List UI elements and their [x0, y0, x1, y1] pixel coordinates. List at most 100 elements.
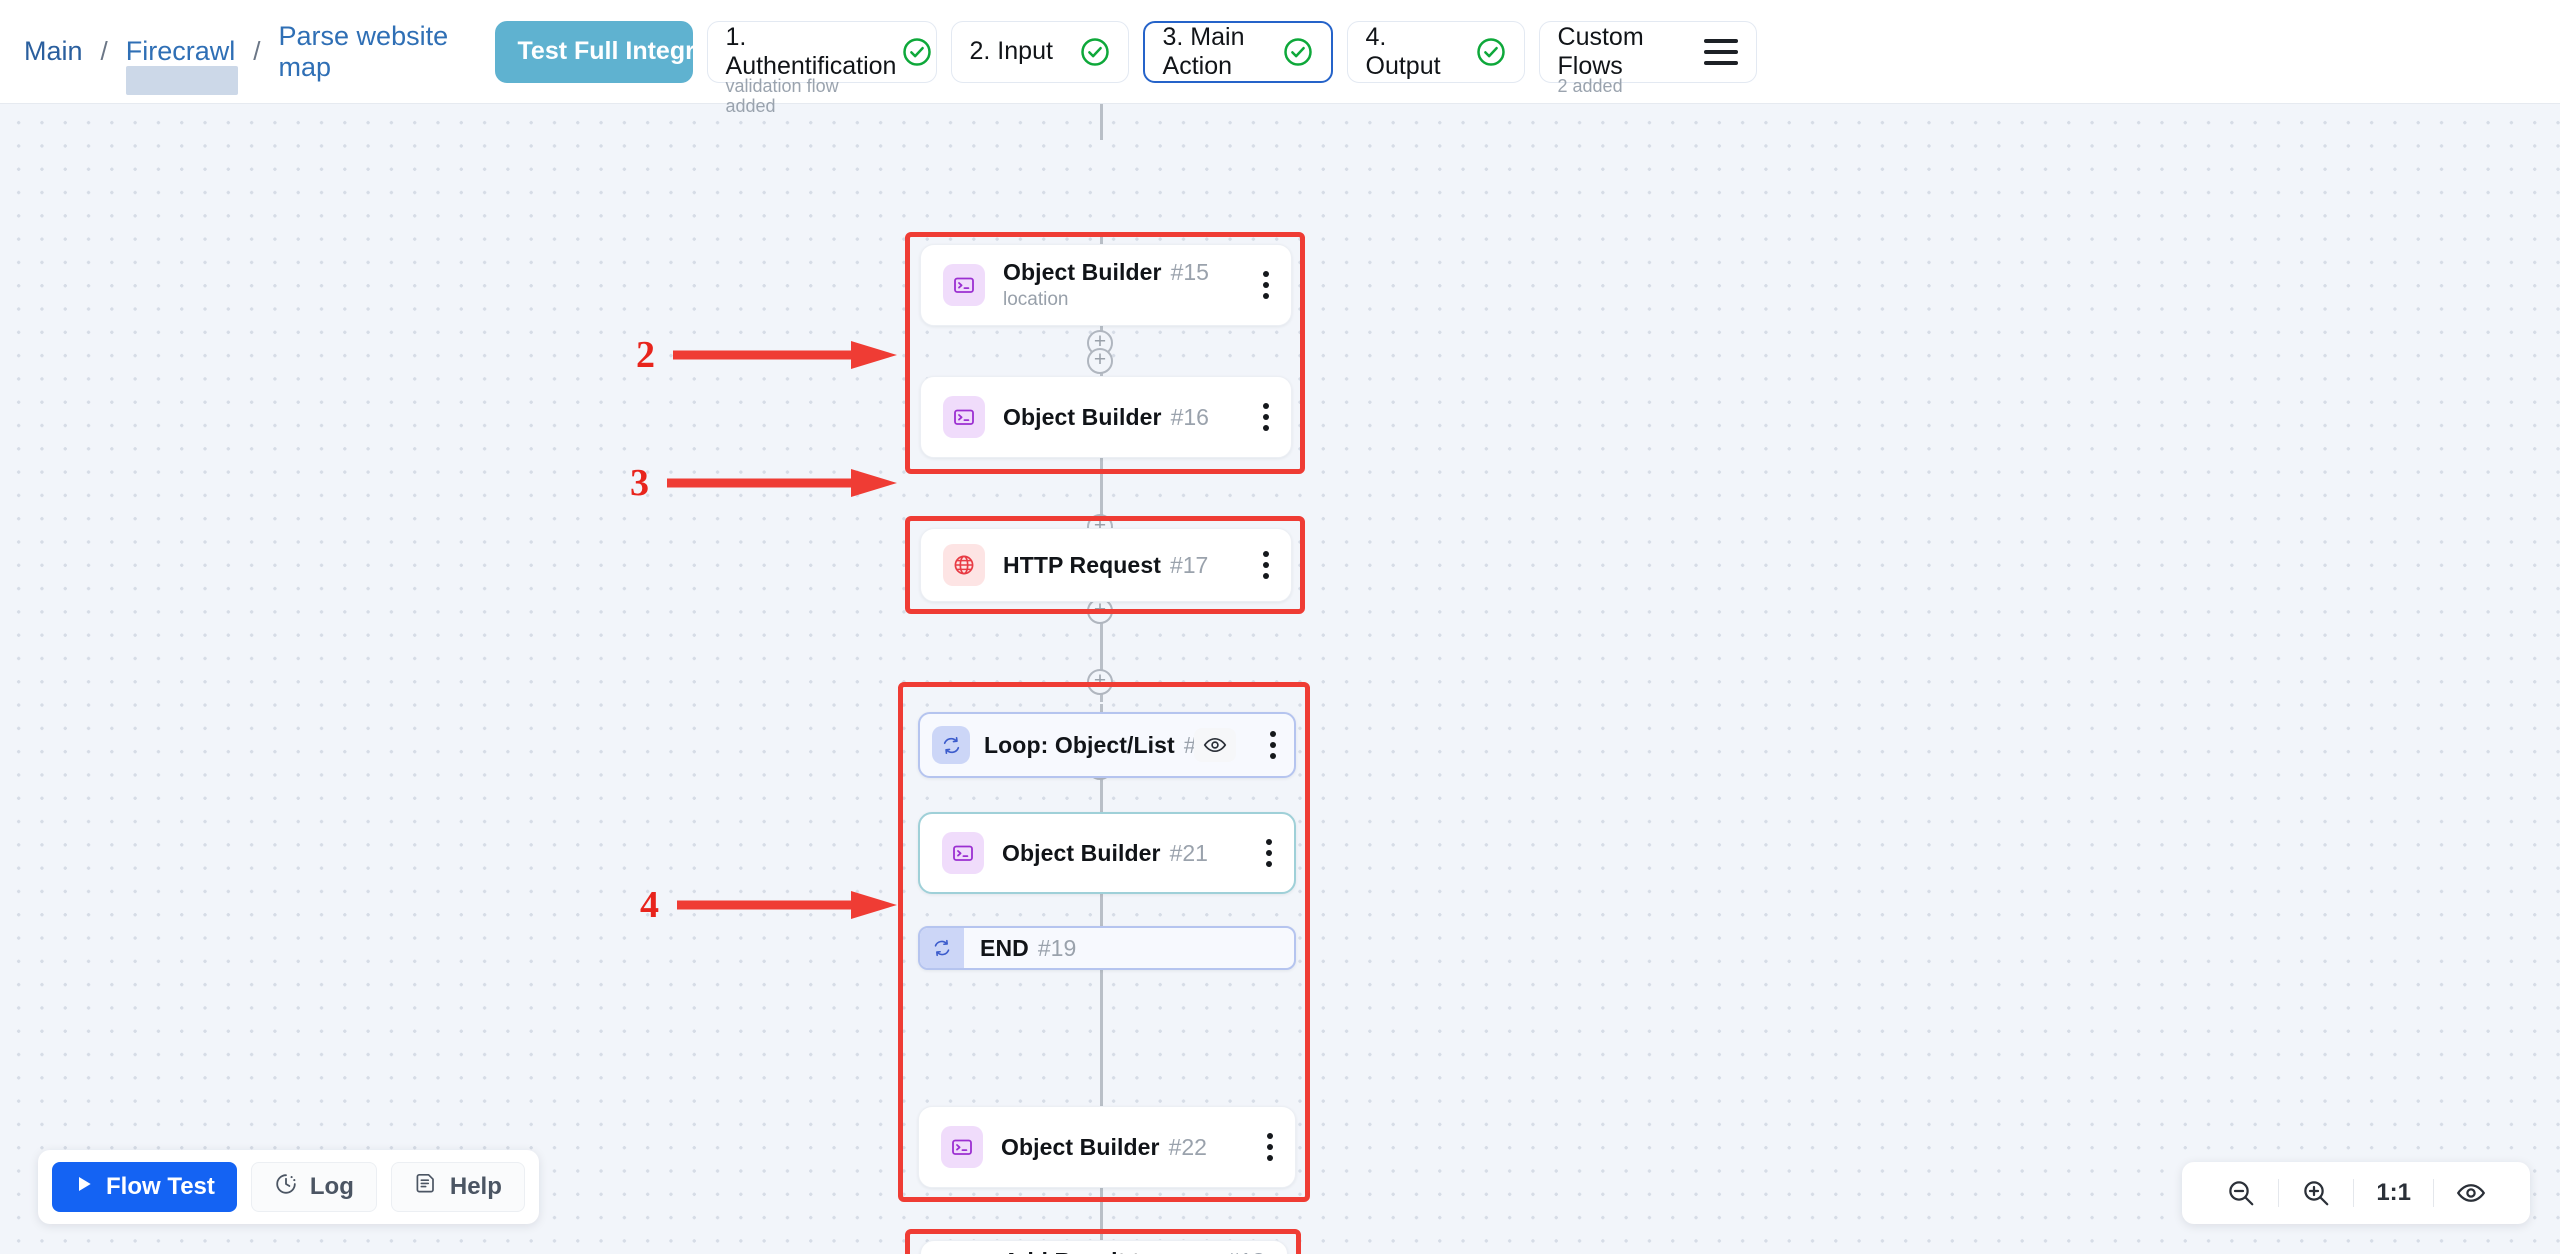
tab-input[interactable]: 2. Input — [950, 20, 1129, 83]
node-text: Add Result to Output #18 — [1003, 1248, 1265, 1254]
log-button[interactable]: Log — [250, 1162, 377, 1212]
tab-custom-flows[interactable]: Custom Flows 2 added — [1538, 20, 1757, 96]
node-menu-icon[interactable] — [1270, 731, 1276, 759]
preview-eye-icon[interactable] — [1194, 728, 1236, 762]
node-text: HTTP Request #17 — [1003, 552, 1208, 579]
node-end-19[interactable]: END #19 — [918, 926, 1296, 970]
annotation-marker-3: 3 — [630, 464, 901, 502]
node-menu-icon[interactable] — [1267, 1133, 1273, 1161]
node-menu-icon[interactable] — [1266, 839, 1272, 867]
node-label: Object Builder — [1002, 839, 1161, 866]
flow-test-label: Flow Test — [106, 1173, 215, 1200]
redacted-block — [125, 66, 238, 96]
node-object-builder-15[interactable]: Object Builder #15 location — [920, 244, 1292, 326]
divider — [2353, 1179, 2355, 1207]
help-label: Help — [449, 1173, 502, 1200]
tab-main-action-label: 3. Main Action — [1162, 23, 1245, 80]
breadcrumb-separator: / — [100, 36, 108, 66]
fit-view-button[interactable] — [2434, 1178, 2508, 1208]
loop-icon — [932, 726, 970, 764]
document-icon — [414, 1172, 438, 1203]
loop-icon — [920, 928, 964, 968]
divider — [2278, 1179, 2280, 1207]
connector-line — [1100, 592, 1103, 702]
add-node-button[interactable] — [1087, 348, 1113, 374]
test-full-integration-button[interactable]: Test Full Integration — [494, 20, 755, 83]
divider — [2433, 1179, 2434, 1207]
zoom-scale-button[interactable]: 1:1 — [2354, 1179, 2433, 1207]
node-text: Object Builder #16 — [1003, 404, 1209, 431]
zoom-out-button[interactable] — [2204, 1178, 2278, 1208]
breadcrumb-item-parse-website-map[interactable]: Parse website map — [278, 21, 449, 82]
connector-line — [1100, 924, 1103, 1064]
annotation-marker-4: 4 — [640, 886, 901, 924]
node-id: #17 — [1169, 551, 1209, 578]
node-object-builder-16[interactable]: Object Builder #16 — [920, 376, 1292, 458]
zoom-in-button[interactable] — [2279, 1178, 2353, 1208]
node-label: Object Builder — [1003, 403, 1162, 430]
hamburger-menu-icon[interactable] — [1703, 38, 1738, 65]
tab-main-action[interactable]: 3. Main Action — [1142, 20, 1333, 83]
zoom-out-icon — [2229, 1181, 2254, 1206]
zoom-toolbar: 1:1 — [2182, 1162, 2530, 1224]
tab-input-label: 2. Input — [969, 37, 1053, 66]
node-menu-icon[interactable] — [1263, 403, 1269, 431]
node-label: Add Result to Output — [1003, 1248, 1218, 1254]
help-button[interactable]: Help — [390, 1162, 525, 1212]
node-text: END #19 — [980, 935, 1076, 962]
node-object-builder-22[interactable]: Object Builder #22 — [918, 1106, 1296, 1188]
tab-output[interactable]: 4. Output — [1346, 20, 1525, 83]
node-text: Object Builder #21 — [1002, 840, 1208, 867]
check-circle-icon — [1476, 37, 1506, 67]
breadcrumb-item-main[interactable]: Main — [24, 36, 83, 67]
annotation-number: 4 — [640, 884, 659, 926]
node-label: Object Builder — [1001, 1133, 1160, 1160]
tab-output-label: 4. Output — [1365, 23, 1441, 80]
zoom-in-icon — [2304, 1181, 2329, 1206]
terminal-icon — [943, 396, 985, 438]
zoom-scale-label: 1:1 — [2376, 1179, 2411, 1206]
tab-authentification-subtitle: validation flow added — [725, 75, 839, 117]
node-id: #21 — [1169, 839, 1208, 866]
step-tabs: Test Full Integration 1. Authentificatio… — [494, 20, 1757, 116]
eye-icon — [2456, 1184, 2486, 1202]
terminal-icon — [943, 264, 985, 306]
breadcrumb-separator-2: / — [253, 36, 261, 66]
check-circle-icon — [1080, 37, 1110, 67]
node-add-result-to-output-18[interactable]: Add Result to Output #18 — [920, 1240, 1288, 1254]
node-label: Loop: Object/List — [984, 731, 1175, 758]
terminal-icon — [941, 1126, 983, 1168]
log-label: Log — [309, 1173, 354, 1200]
node-text: Object Builder #15 location — [1003, 259, 1209, 311]
annotation-marker-2: 2 — [636, 336, 901, 374]
node-subtitle: location — [1003, 289, 1069, 310]
globe-icon — [943, 544, 985, 586]
terminal-icon — [942, 832, 984, 874]
clock-history-icon — [274, 1172, 298, 1203]
breadcrumb-item-firecrawl-label: Firecrawl — [125, 36, 236, 67]
tab-custom-flows-subtitle: 2 added — [1557, 75, 1623, 96]
node-text: Object Builder #22 — [1001, 1134, 1207, 1161]
node-loop-object-list-19[interactable]: Loop: Object/List #19 — [918, 712, 1296, 778]
node-menu-icon[interactable] — [1263, 551, 1269, 579]
node-menu-icon[interactable] — [1263, 271, 1269, 299]
check-circle-icon — [1283, 37, 1313, 67]
breadcrumb: Main / Firecrawl / Parse website map — [0, 21, 459, 96]
node-http-request-17[interactable]: HTTP Request #17 — [920, 528, 1292, 602]
node-id: #15 — [1170, 259, 1209, 285]
node-id: #22 — [1168, 1133, 1207, 1160]
node-object-builder-21[interactable]: Object Builder #21 — [918, 812, 1296, 894]
flow-canvas[interactable]: Object Builder #15 location Object Build… — [0, 104, 2560, 1254]
flow-test-button[interactable]: Flow Test — [52, 1162, 237, 1212]
node-text: Loop: Object/List #19 — [984, 732, 1222, 759]
breadcrumb-item-firecrawl[interactable]: Firecrawl — [125, 36, 238, 96]
connector-line — [1100, 1169, 1103, 1254]
bottom-toolbar: Flow Test Log Help — [38, 1150, 539, 1224]
annotation-number: 3 — [630, 462, 649, 504]
tab-authentification[interactable]: 1. Authentification validation flow adde… — [706, 20, 937, 116]
node-label: HTTP Request — [1003, 551, 1161, 578]
node-id: #16 — [1170, 403, 1209, 430]
app-header: Main / Firecrawl / Parse website map Tes… — [0, 0, 2560, 116]
tab-custom-flows-label: Custom Flows — [1557, 23, 1644, 80]
add-node-button[interactable] — [1087, 669, 1113, 695]
